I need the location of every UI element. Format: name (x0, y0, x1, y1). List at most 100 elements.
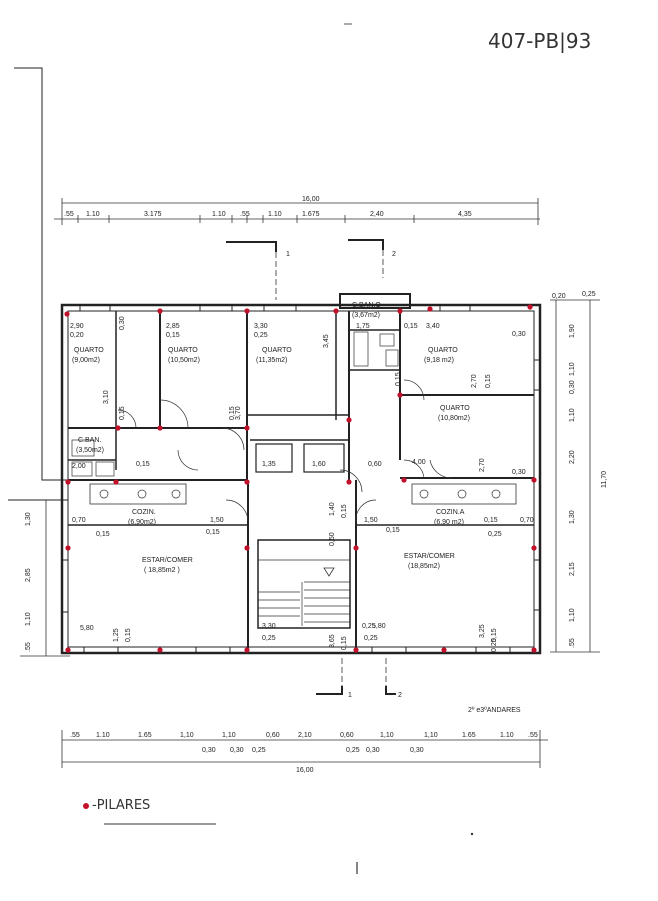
room-quarto-3: QUARTO (11,35m2) (256, 347, 292, 364)
pillar-marker (157, 425, 163, 431)
bottom-dimension: .55 1.10 1.65 1,10 1,10 0,60 2,10 0,60 1… (61, 730, 548, 774)
svg-text:1.10: 1.10 (268, 211, 282, 218)
pillar-marker (244, 425, 250, 431)
svg-text:0,60: 0,60 (266, 732, 280, 739)
svg-text:0,25: 0,25 (488, 531, 502, 538)
pillar-marker (244, 647, 250, 653)
svg-text:1,10: 1,10 (380, 732, 394, 739)
room-kitchen-right: COZIN.A(6,90 m2) (434, 509, 465, 526)
svg-text:0,15: 0,15 (484, 517, 498, 524)
svg-text:0,30: 0,30 (512, 331, 526, 338)
pillar-marker (531, 477, 537, 483)
drawing-reference: 407-PB|93 (488, 29, 591, 53)
pillar-marker (401, 477, 407, 483)
svg-text:3,10: 3,10 (103, 390, 110, 404)
room-bathroom-top: C.BAN.O(3,67m2) (352, 302, 381, 319)
section-markers-top: 1 2 (226, 239, 396, 300)
svg-text:0,15: 0,15 (206, 529, 220, 536)
left-dimensions: 1,30 2,85 1,10 .55 (20, 500, 70, 657)
svg-text:2,10: 2,10 (298, 732, 312, 739)
section-1-bottom: 1 (348, 692, 352, 699)
svg-text:3,70: 3,70 (235, 406, 242, 420)
section-2-top: 2 (392, 251, 396, 258)
svg-text:2,85: 2,85 (166, 323, 180, 330)
svg-text:1,10: 1,10 (569, 408, 576, 422)
svg-text:0,25: 0,25 (582, 291, 596, 298)
svg-text:11,70: 11,70 (601, 471, 608, 488)
svg-text:3,25: 3,25 (479, 624, 486, 638)
pillar-legend-icon (83, 803, 89, 809)
svg-text:(6,90m2): (6,90m2) (128, 519, 156, 526)
svg-text:.55: .55 (528, 732, 538, 739)
svg-text:QUARTO: QUARTO (428, 347, 458, 354)
svg-text:2,70: 2,70 (479, 458, 486, 472)
svg-text:QUARTO: QUARTO (440, 405, 470, 412)
pillar-marker (531, 545, 537, 551)
svg-text:QUARTO: QUARTO (262, 347, 292, 354)
pillar-marker (397, 392, 403, 398)
svg-text:1,90: 1,90 (569, 324, 576, 338)
svg-text:0,25: 0,25 (491, 638, 498, 652)
svg-text:1,40: 1,40 (329, 502, 336, 516)
svg-text:(11,35m2): (11,35m2) (256, 357, 287, 364)
pillar-marker (244, 308, 250, 314)
svg-text:1,50: 1,50 (364, 517, 378, 524)
svg-text:3,40: 3,40 (426, 323, 440, 330)
svg-text:0,20: 0,20 (70, 332, 84, 339)
pillar-marker (115, 425, 121, 431)
pillar-marker (441, 647, 447, 653)
svg-text:(18,85m2): (18,85m2) (408, 563, 440, 570)
svg-text:0,15: 0,15 (491, 628, 498, 642)
svg-text:0,15: 0,15 (386, 527, 400, 534)
svg-text:(10,50m2): (10,50m2) (168, 357, 200, 364)
svg-text:COZIN.: COZIN. (132, 509, 156, 516)
svg-text:2,20: 2,20 (569, 450, 576, 464)
svg-text:.55: .55 (70, 732, 80, 739)
pillar-marker (346, 417, 352, 423)
svg-text:1,10: 1,10 (424, 732, 438, 739)
svg-text:1,10: 1,10 (569, 608, 576, 622)
svg-text:3,30: 3,30 (254, 323, 268, 330)
svg-text:0,25: 0,25 (364, 635, 378, 642)
pillar-marker (353, 647, 359, 653)
pillar-marker (65, 545, 71, 551)
svg-text:3,45: 3,45 (323, 334, 330, 348)
section-markers-bottom: 1 2 (316, 658, 402, 699)
svg-text:(6,90 m2): (6,90 m2) (434, 519, 464, 526)
svg-text:0,25: 0,25 (254, 332, 268, 339)
svg-text:.55: .55 (240, 211, 250, 218)
section-2-bottom: 2 (398, 692, 402, 699)
svg-text:1.65: 1.65 (138, 732, 152, 739)
svg-text:4,35: 4,35 (458, 211, 472, 218)
svg-text:C.BAN.: C.BAN. (78, 437, 101, 444)
svg-text:2,70: 2,70 (471, 374, 478, 388)
pillar-marker (353, 545, 359, 551)
floor-label: 2º e3ºANDARES (468, 707, 521, 714)
svg-text:0,20: 0,20 (552, 293, 566, 300)
svg-text:.55: .55 (569, 638, 576, 648)
svg-text:1,10: 1,10 (180, 732, 194, 739)
svg-text:1,30: 1,30 (569, 510, 576, 524)
svg-text:16,00: 16,00 (296, 767, 314, 774)
svg-text:4,00: 4,00 (412, 459, 426, 466)
svg-text:(3,50m2): (3,50m2) (76, 447, 104, 454)
pillar-marker (427, 306, 433, 312)
top-dimension: 16,00 .55 1.10 3.175 1.10 .55 1.10 1.675… (54, 196, 540, 225)
svg-text:2,90: 2,90 (70, 323, 84, 330)
room-quarto-4: QUARTO(9,18 m2) (424, 347, 458, 364)
svg-text:0,15: 0,15 (96, 531, 110, 538)
interior-dimensions: 2,90 0,20 0,30 2,85 0,15 3,30 0,25 3,45 … (70, 316, 534, 652)
pillar-marker (244, 545, 250, 551)
pillar-marker (113, 479, 119, 485)
svg-text:0,60: 0,60 (340, 732, 354, 739)
svg-text:0,15: 0,15 (136, 461, 150, 468)
svg-text:(9,00m2): (9,00m2) (72, 357, 100, 364)
svg-text:0,15: 0,15 (341, 636, 348, 650)
pillar-marker (157, 308, 163, 314)
svg-text:1,10: 1,10 (569, 362, 576, 376)
pillar-marker (65, 479, 71, 485)
pillar-marker (157, 647, 163, 653)
room-living-right: ESTAR/COMER(18,85m2) (404, 553, 455, 570)
pillar-marker (527, 304, 533, 310)
svg-text:0,25: 0,25 (252, 747, 266, 754)
